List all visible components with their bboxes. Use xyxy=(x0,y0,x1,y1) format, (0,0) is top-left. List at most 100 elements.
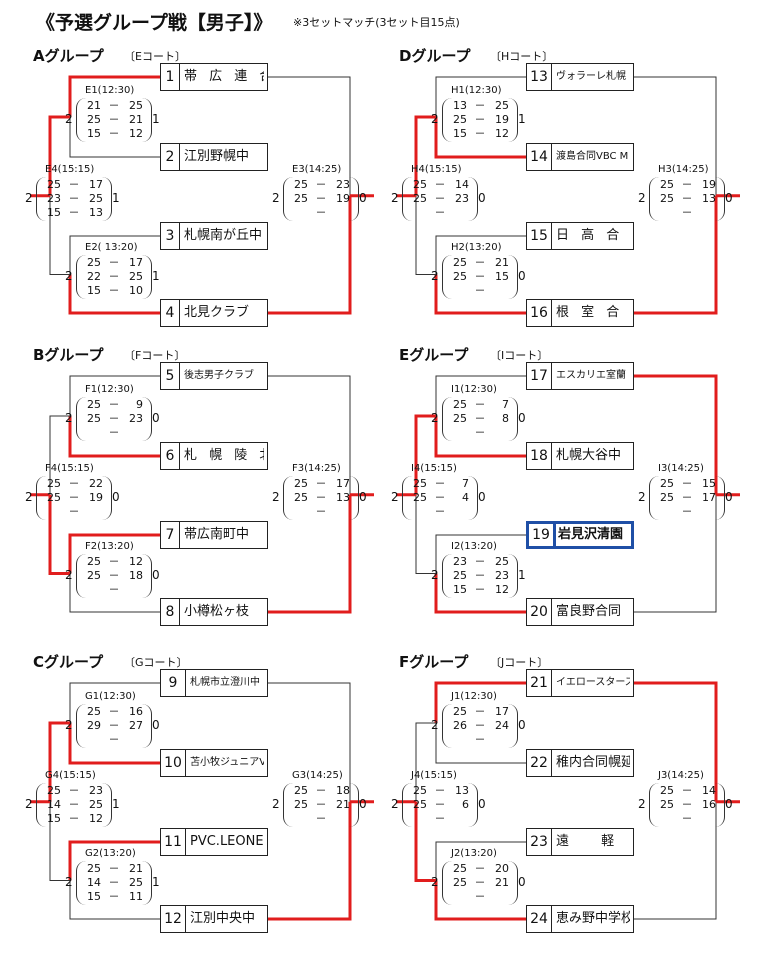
right-lower xyxy=(268,195,352,315)
set-score-right: 14 xyxy=(455,178,469,191)
set-score-left: 25 xyxy=(660,784,674,797)
team-number: 12 xyxy=(161,906,186,932)
set-score-dash: － xyxy=(108,412,120,425)
sets-won-right: 0 xyxy=(152,411,160,425)
match-label: J3(14:25) xyxy=(658,770,704,781)
set-score: 25－16 xyxy=(656,798,718,812)
set-score-dash: － xyxy=(681,477,693,490)
match-label: G2(13:20) xyxy=(85,848,136,859)
set-score-left: 29 xyxy=(87,719,101,732)
loop-bot-upper xyxy=(68,840,160,881)
set-score: 15－12 xyxy=(449,127,511,141)
set-score-dash: － xyxy=(474,426,486,439)
set-score: 25－13 xyxy=(290,491,352,505)
match-label: H2(13:20) xyxy=(451,242,502,253)
sets-won-right: 0 xyxy=(725,797,733,811)
sets-won-right: 0 xyxy=(725,490,733,504)
set-score-left: 25 xyxy=(87,412,101,425)
set-score-right: 25 xyxy=(495,555,509,568)
match-label: H1(12:30) xyxy=(451,85,502,96)
set-score: 29－27 xyxy=(83,719,145,733)
set-score-dash: － xyxy=(434,178,446,191)
outer-upper xyxy=(49,415,70,495)
sets-won-left: 2 xyxy=(638,797,646,811)
set-score-dash: － xyxy=(68,206,80,219)
loop-bot-lower xyxy=(434,573,526,614)
set-score-right: 23 xyxy=(455,192,469,205)
set-score: 23－25 xyxy=(449,555,511,569)
set-score: 25－18 xyxy=(290,784,352,798)
set-score: － xyxy=(656,206,718,220)
set-score-dash: － xyxy=(681,178,693,191)
set-score: 25－21 xyxy=(83,862,145,876)
match-label: I3(14:25) xyxy=(658,463,704,474)
set-score-right: 10 xyxy=(129,284,143,297)
set-score-dash: － xyxy=(474,113,486,126)
court-label: 〔Jコート〕 xyxy=(490,656,549,669)
set-score-dash: － xyxy=(108,719,120,732)
team-name: エスカリエ室蘭 xyxy=(556,370,626,381)
set-score-right: 12 xyxy=(129,555,143,568)
set-score: － xyxy=(290,505,352,519)
set-score-left: 25 xyxy=(660,491,674,504)
right-upper xyxy=(634,374,718,495)
team-box: 10苫小牧ジュニアVC xyxy=(160,749,268,777)
set-score: 25－17 xyxy=(83,256,145,270)
loop-bot-upper xyxy=(68,533,160,574)
set-score-left: 25 xyxy=(87,113,101,126)
match-label: J2(13:20) xyxy=(451,848,497,859)
team-number: 20 xyxy=(527,599,552,625)
set-score-dash: － xyxy=(315,477,327,490)
score-bracket xyxy=(649,177,725,221)
set-score-dash: － xyxy=(474,719,486,732)
set-score-left: 25 xyxy=(660,477,674,490)
set-score: － xyxy=(290,812,352,826)
score-bracket xyxy=(283,177,359,221)
right-upper xyxy=(268,682,351,802)
loop-top-lower xyxy=(68,723,160,765)
set-score-right: 21 xyxy=(495,876,509,889)
set-score-right: 13 xyxy=(702,192,716,205)
score-bracket xyxy=(402,476,478,520)
match-label: G4(15:15) xyxy=(45,770,96,781)
outer-upper xyxy=(48,721,70,802)
set-score-right: 13 xyxy=(336,491,350,504)
set-score-left: 25 xyxy=(453,876,467,889)
set-score-dash: － xyxy=(108,127,120,140)
set-score-right: 23 xyxy=(495,569,509,582)
set-score-left: 25 xyxy=(87,569,101,582)
bracket-lines xyxy=(396,681,740,921)
set-score-dash: － xyxy=(108,99,120,112)
set-score-right: 25 xyxy=(129,99,143,112)
set-score-left: 25 xyxy=(453,256,467,269)
set-score-left: 23 xyxy=(47,192,61,205)
set-score-left: 25 xyxy=(453,705,467,718)
set-score-right: 15 xyxy=(495,270,509,283)
set-score-right: 19 xyxy=(336,192,350,205)
set-score-right: 22 xyxy=(89,477,103,490)
right-lower xyxy=(268,801,352,921)
set-score: － xyxy=(83,583,145,597)
set-score-dash: － xyxy=(681,798,693,811)
set-score: 25－19 xyxy=(290,192,352,206)
set-score-left: 25 xyxy=(294,798,308,811)
set-score-left: 21 xyxy=(87,99,101,112)
page-title: 《予選グループ戦【男子】》 xyxy=(36,12,273,34)
set-score: 25－22 xyxy=(43,477,105,491)
set-score-dash: － xyxy=(68,798,80,811)
team-number: 1 xyxy=(161,64,180,90)
set-score: － xyxy=(409,812,471,826)
court-label: 〔Gコート〕 xyxy=(124,656,188,669)
score-bracket xyxy=(36,476,112,520)
set-score: 25－7 xyxy=(449,398,511,412)
set-score: 25－17 xyxy=(290,477,352,491)
